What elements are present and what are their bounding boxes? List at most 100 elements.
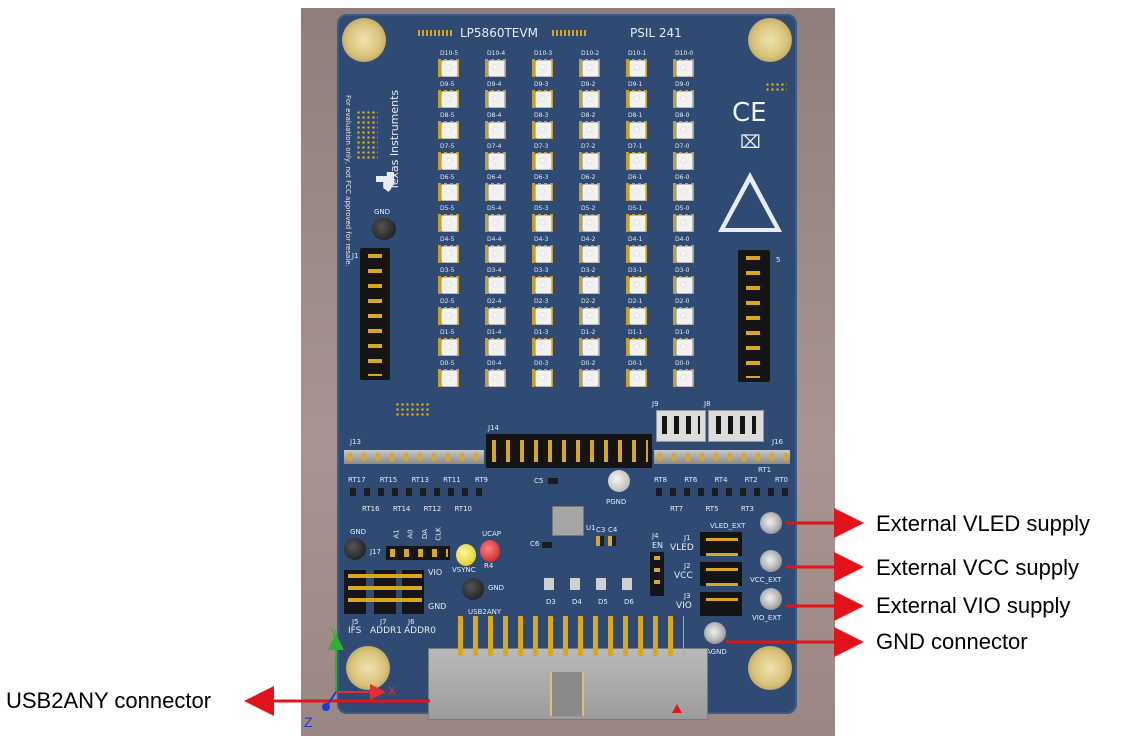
d3-label: D3 xyxy=(546,598,556,606)
led-cell: D8-5 xyxy=(432,112,472,142)
led-die xyxy=(445,64,452,71)
capacitor-pair xyxy=(596,536,618,546)
led-die xyxy=(539,219,546,226)
led-die xyxy=(586,126,593,133)
led-die xyxy=(680,374,687,381)
led-die xyxy=(492,219,499,226)
vcc-callout: External VCC supply xyxy=(876,555,1079,580)
led-cell: D5-5 xyxy=(432,205,472,235)
gnd-left-test-point xyxy=(344,538,366,560)
jumper-pins xyxy=(348,574,422,610)
led-cell: D1-5 xyxy=(432,329,472,359)
rt-label: RT2 xyxy=(744,476,758,484)
led-die xyxy=(586,281,593,288)
led-cell: D2-1 xyxy=(620,298,660,328)
led-die xyxy=(633,281,640,288)
led-cell: D1-1 xyxy=(620,329,660,359)
led-cell: D8-3 xyxy=(526,112,566,142)
led-cell: D2-3 xyxy=(526,298,566,328)
ce-mark-icon: CE xyxy=(732,98,767,128)
led-cell: D7-4 xyxy=(479,143,519,173)
led-cell: D5-2 xyxy=(573,205,613,235)
led-die xyxy=(586,64,593,71)
gnd-test-point xyxy=(372,218,396,240)
j4-pins xyxy=(654,556,660,592)
led-die xyxy=(539,157,546,164)
led-label: D0-0 xyxy=(675,360,690,367)
j9-label: J9 xyxy=(652,400,659,408)
led-cell: D4-4 xyxy=(479,236,519,266)
vled-callout: External VLED supply xyxy=(876,511,1090,536)
led-label: D0-1 xyxy=(628,360,643,367)
rt-top-left-labels: RT17 RT15 RT13 RT11 RT9 xyxy=(348,476,488,484)
led-label: D6-2 xyxy=(581,174,596,181)
led-die xyxy=(586,188,593,195)
gnd-mid-label: GND xyxy=(428,602,447,611)
j14-pins xyxy=(492,440,648,462)
led-cell: D5-4 xyxy=(479,205,519,235)
led-cell: D7-5 xyxy=(432,143,472,173)
led-label: D8-0 xyxy=(675,112,690,119)
j3-label: J3 xyxy=(684,592,691,600)
led-die xyxy=(445,312,452,319)
led-label: D3-5 xyxy=(440,267,455,274)
vled-ext-terminal xyxy=(760,512,782,534)
axis-y-label: Y xyxy=(330,626,339,640)
led-cell: D4-5 xyxy=(432,236,472,266)
led-die xyxy=(445,126,452,133)
led-label: D6-0 xyxy=(675,174,690,181)
led-die xyxy=(633,126,640,133)
rt-bottom-left-labels: RT16 RT14 RT12 RT10 xyxy=(362,505,472,513)
led-die xyxy=(680,281,687,288)
led-die xyxy=(539,64,546,71)
rt-label: RT7 xyxy=(670,505,684,513)
led-label: D9-0 xyxy=(675,81,690,88)
c6-capacitor xyxy=(542,542,552,548)
led-label: D2-2 xyxy=(581,298,596,305)
via-cluster xyxy=(395,402,429,416)
j7-label: J7 xyxy=(380,618,387,626)
led-label: D0-3 xyxy=(534,360,549,367)
led-cell: D3-2 xyxy=(573,267,613,297)
led-label: D1-4 xyxy=(487,329,502,336)
pin1-marker xyxy=(672,704,682,713)
led-die xyxy=(445,157,452,164)
rt-resistor-row xyxy=(656,488,788,496)
gnd-left-label: GND xyxy=(350,528,367,536)
led-die xyxy=(633,219,640,226)
led-cell: D3-0 xyxy=(667,267,707,297)
indicator-leds xyxy=(544,578,640,590)
led-label: D1-1 xyxy=(628,329,643,336)
led-cell: D0-5 xyxy=(432,360,472,390)
j13-pins xyxy=(348,453,482,461)
led-label: D5-5 xyxy=(440,205,455,212)
rt-label: RT10 xyxy=(454,505,472,513)
led-die xyxy=(680,250,687,257)
axis-x-label: X xyxy=(388,684,397,698)
agnd-terminal xyxy=(704,622,726,644)
led-cell: D0-2 xyxy=(573,360,613,390)
led-label: D3-1 xyxy=(628,267,643,274)
c5-capacitor xyxy=(548,478,558,484)
led-cell: D4-1 xyxy=(620,236,660,266)
led-die xyxy=(492,188,499,195)
led-die xyxy=(680,219,687,226)
led-die xyxy=(586,95,593,102)
led-label: D8-5 xyxy=(440,112,455,119)
j2-label: J2 xyxy=(684,562,691,570)
vsync-label: VSYNC xyxy=(452,566,476,574)
rt-label: RT6 xyxy=(684,476,698,484)
led-die xyxy=(539,374,546,381)
j5b-label: J5 xyxy=(352,618,359,626)
led-label: D8-2 xyxy=(581,112,596,119)
mounting-hole-bottom-right xyxy=(748,646,792,690)
led-cell: D5-0 xyxy=(667,205,707,235)
led-label: D7-3 xyxy=(534,143,549,150)
led-label: D2-4 xyxy=(487,298,502,305)
led-die xyxy=(445,281,452,288)
led-label: D3-4 xyxy=(487,267,502,274)
led-cell: D4-2 xyxy=(573,236,613,266)
d6-label: D6 xyxy=(624,598,634,606)
led-label: D6-5 xyxy=(440,174,455,181)
led-die xyxy=(539,250,546,257)
